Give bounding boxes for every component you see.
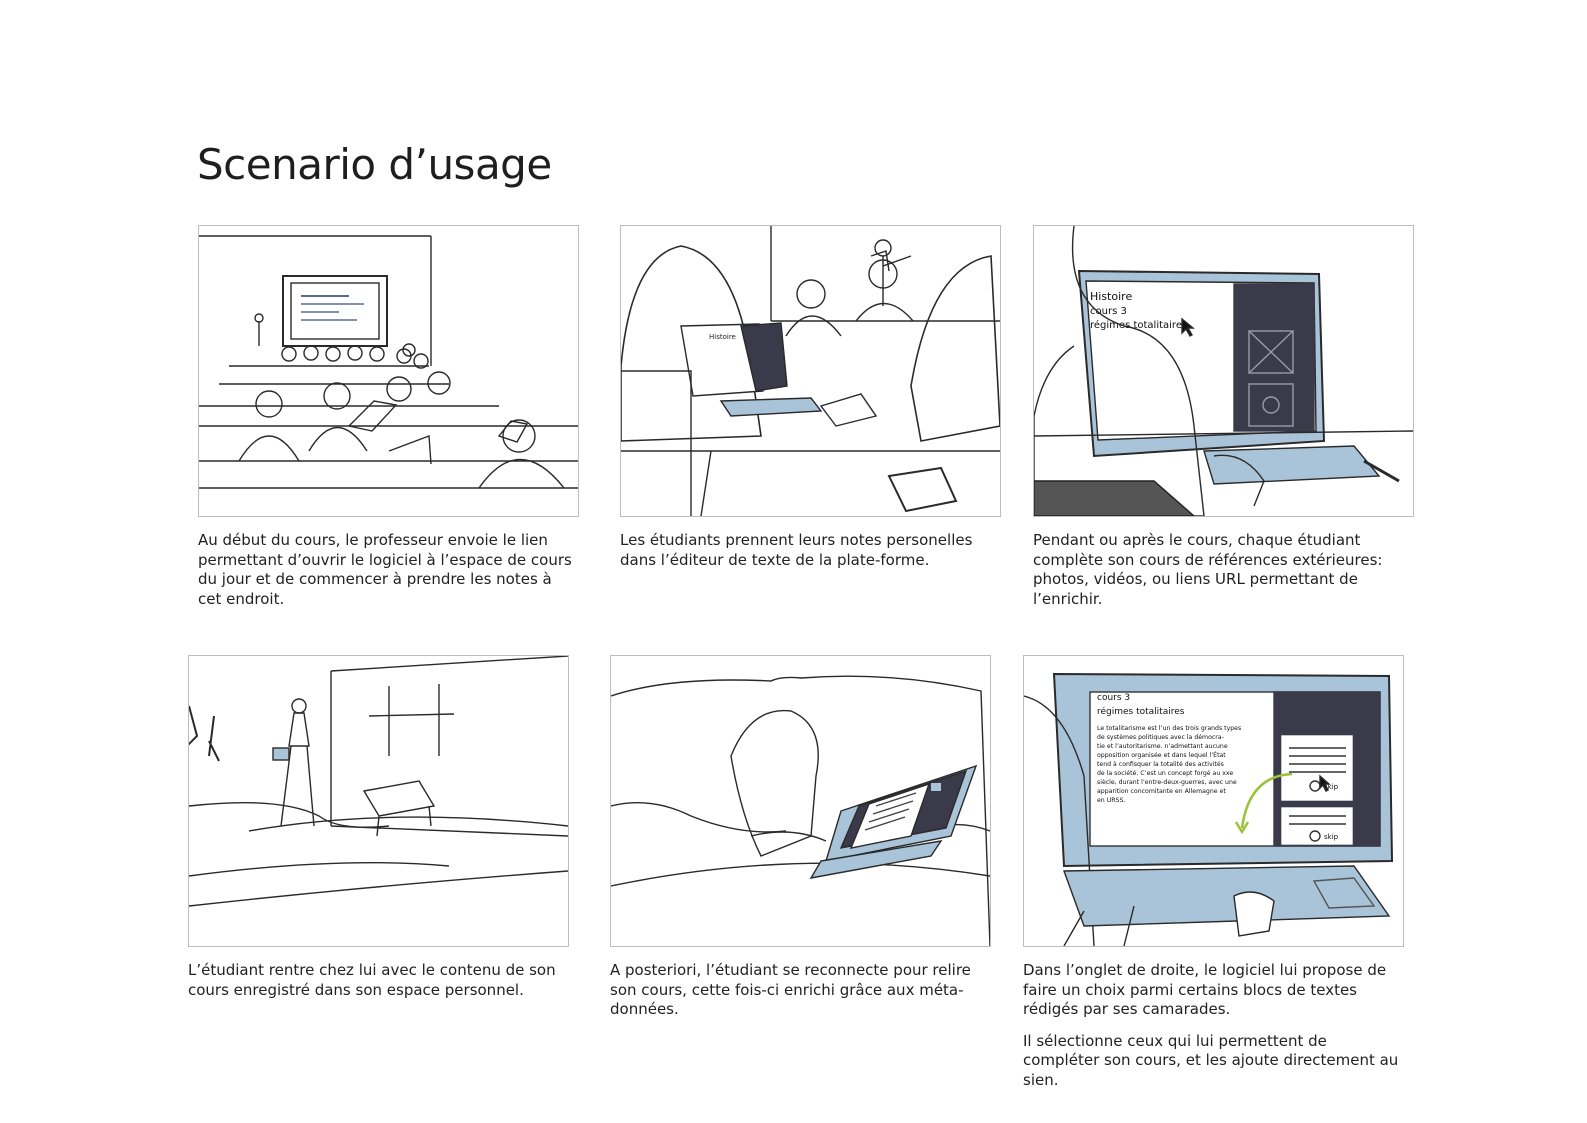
storyboard-panel-2: Histoire Les étudiants prennent leurs no… [620,225,1001,582]
screen-body-line: opposition organisée et dans lequel l’Ét… [1097,750,1226,759]
storyboard-panel-6: skip skip cours 3 régimes totalitaires L… [1023,655,1404,1102]
caption-paragraph: Au début du cours, le professeur envoie … [198,531,572,608]
screen-body-line: de systèmes politiques avec la démocra- [1097,733,1224,741]
caption-paragraph: Dans l’onglet de droite, le logiciel lui… [1023,961,1387,1018]
sketch-selecting-text-blocks: skip skip cours 3 régimes totalitaires L… [1023,655,1404,947]
screen-heading-1: cours 3 [1097,693,1130,703]
laptop-screen-text: Histoire [709,333,736,341]
sketch-student-walking-home [188,655,569,947]
sketch-students-taking-notes: Histoire [620,225,1001,517]
sketch-rereading-at-home [610,655,991,947]
storyboard-panel-4: L’étudiant rentre chez lui avec le conte… [188,655,569,1012]
screen-body-line: de la société. C’est un concept forgé au… [1097,769,1233,777]
screen-body-line: Le totalitarisme est l’un des trois gran… [1097,725,1241,732]
caption-paragraph: L’étudiant rentre chez lui avec le conte… [188,961,556,999]
panel-caption: Au début du cours, le professeur envoie … [198,531,579,609]
screen-line-1: Histoire [1090,290,1132,303]
sketch-classroom-lecture [198,225,579,517]
skip-label: skip [1324,833,1339,841]
screen-body-line: tie et l’autoritarisme. n’admettant aucu… [1097,743,1228,750]
caption-paragraph: Les étudiants prennent leurs notes perso… [620,531,973,569]
add-icon [1309,830,1321,842]
screen-heading-2: régimes totalitaires [1097,706,1185,717]
panel-caption: Dans l’onglet de droite, le logiciel lui… [1023,961,1404,1090]
storyboard-panel-1: Au début du cours, le professeur envoie … [198,225,579,621]
screen-line-2: cours 3 [1090,306,1127,317]
storyboard-panel-5: A posteriori, l’étudiant se reconnecte p… [610,655,991,1032]
page-title: Scenario d’usage [197,140,552,189]
caption-paragraph: Pendant ou après le cours, chaque étudia… [1033,531,1383,608]
panel-caption: A posteriori, l’étudiant se reconnecte p… [610,961,991,1020]
cursor-icon [1181,317,1195,337]
drag-arrow [1240,772,1293,829]
cursor-icon [1319,774,1331,792]
skip-label: skip [1324,783,1339,791]
screen-body-line: siècle, durant l’entre-deux-guerres, ave… [1097,778,1237,786]
screen-body-line: apparition concomitante en Allemagne et [1097,788,1226,795]
storyboard-panel-3: Histoire cours 3 régimes totalitaires Pe… [1033,225,1414,621]
screen-body-line: tend à confisquer la totalité des activi… [1097,760,1224,768]
panel-caption: Pendant ou après le cours, chaque étudia… [1033,531,1414,609]
panel-caption: L’étudiant rentre chez lui avec le conte… [188,961,569,1000]
sketch-enriching-course: Histoire cours 3 régimes totalitaires [1033,225,1414,517]
panel-caption: Les étudiants prennent leurs notes perso… [620,531,1001,570]
caption-paragraph: Il sélectionne ceux qui lui permettent d… [1023,1031,1399,1089]
screen-body-line: en URSS. [1097,797,1125,804]
caption-paragraph: A posteriori, l’étudiant se reconnecte p… [610,961,971,1018]
